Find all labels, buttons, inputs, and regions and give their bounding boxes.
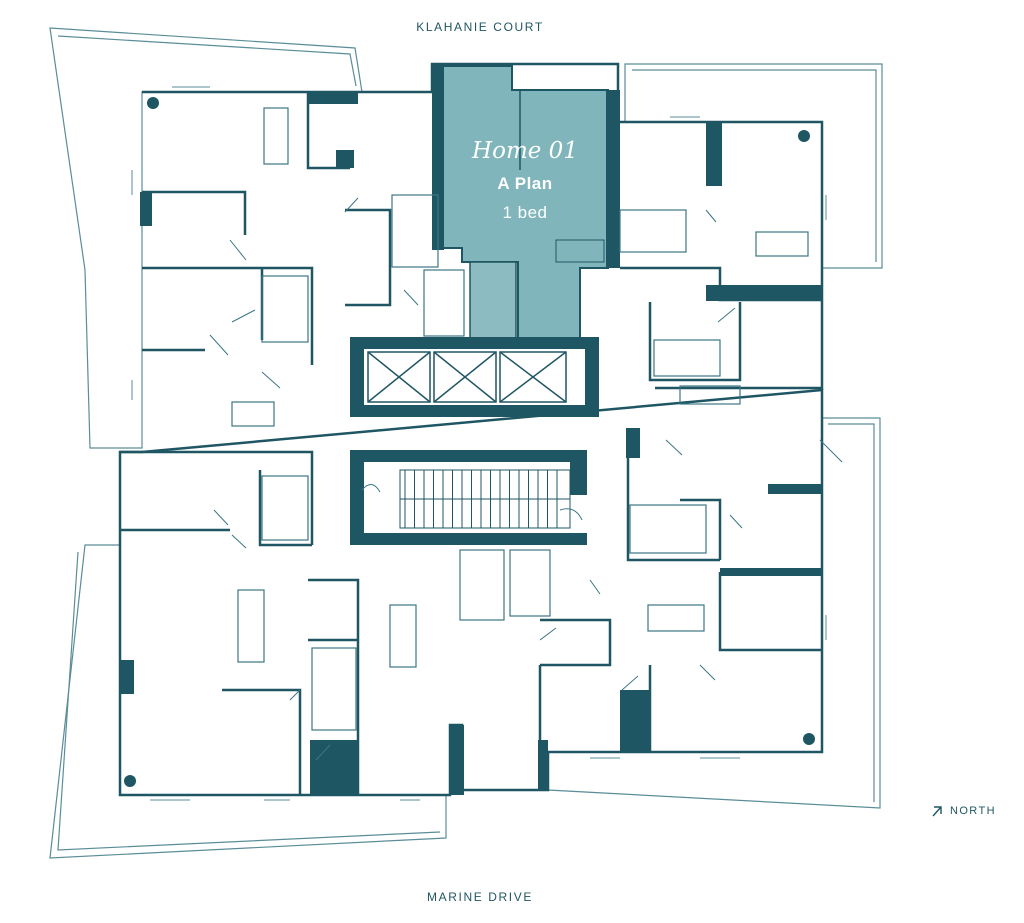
highlighted-unit-home-01[interactable]: [432, 64, 620, 339]
balcony-east-inner: [828, 423, 875, 802]
top-street-label: KLAHANIE COURT: [416, 20, 544, 34]
window-markers: [131, 86, 827, 801]
balcony-northwest: [49, 27, 363, 449]
balcony-southwest-inner: [57, 551, 441, 851]
structural-columns: [120, 92, 822, 795]
round-columns: [124, 97, 815, 787]
north-arrow-icon: [932, 806, 942, 817]
bathrooms: [261, 194, 721, 731]
compass: NORTH: [930, 804, 996, 818]
kitchen-islands: [231, 107, 809, 668]
balcony-northwest-inner: [57, 35, 357, 87]
door-swings: [209, 197, 843, 761]
balcony-northeast-inner: [632, 69, 877, 262]
interior-walls: [120, 92, 822, 795]
unit-bedrooms: 1 bed: [502, 203, 548, 222]
compass-label: NORTH: [950, 805, 996, 817]
balcony-east: [547, 417, 881, 809]
unit-plan: A Plan: [497, 174, 553, 193]
unit-name: Home 01: [472, 138, 578, 164]
balcony-southwest: [49, 544, 447, 859]
balcony-northeast: [624, 63, 883, 269]
elevator-bank: [367, 351, 567, 403]
stairwell: [399, 469, 571, 529]
bottom-street-label: MARINE DRIVE: [427, 890, 533, 904]
